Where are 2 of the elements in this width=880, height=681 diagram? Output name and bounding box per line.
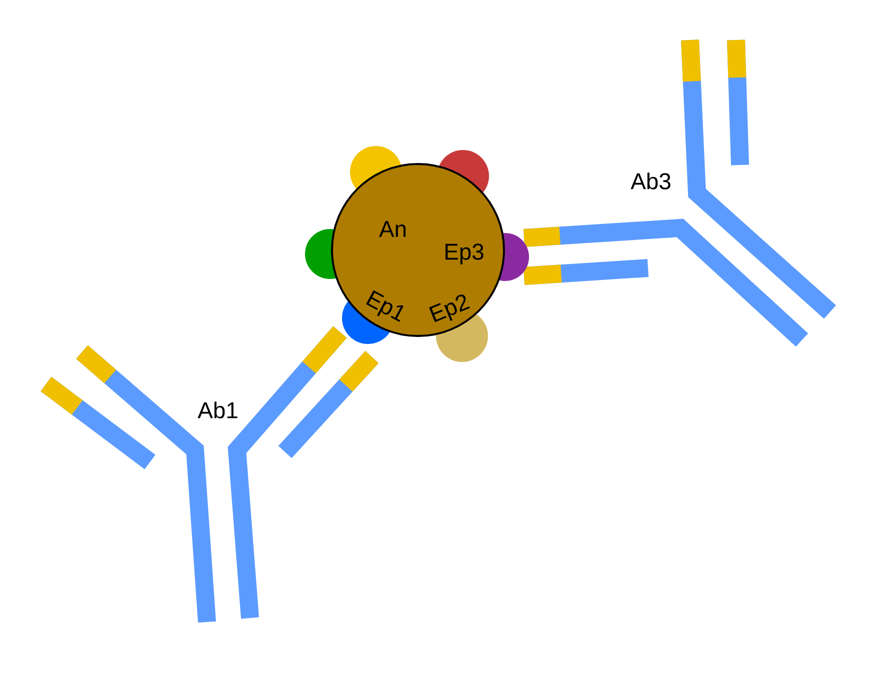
antibody-label: Ab1 (198, 402, 238, 418)
antibody-label: Ab3 (630, 172, 670, 190)
